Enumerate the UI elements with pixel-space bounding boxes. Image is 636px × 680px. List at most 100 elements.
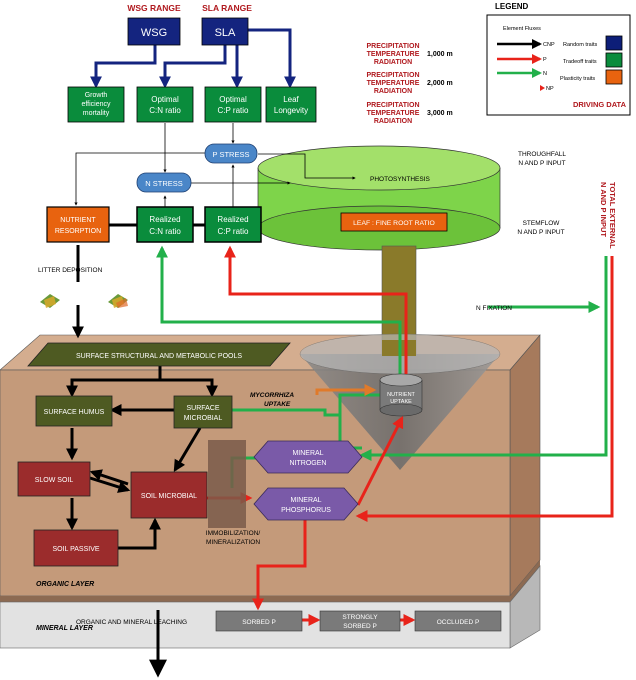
mineral-phosphorus-hex: MINERAL PHOSPHORUS: [253, 487, 359, 521]
sla-label: SLA: [215, 27, 236, 39]
scenario-1: PRECIPITATION TEMPERATURE RADIATION 1,00…: [366, 43, 452, 66]
legend-plasticity-swatch: [605, 69, 623, 85]
realized-cn-box: Realized C:N ratio: [136, 206, 194, 243]
n-fixation-label: N FIXATION: [476, 305, 512, 312]
leaf-fine-root-box: LEAF : FINE ROOT RATIO: [340, 212, 448, 232]
legend-title: LEGEND: [495, 2, 529, 11]
surface-pools-label: SURFACE STRUCTURAL AND METABOLIC POOLS: [76, 353, 242, 360]
legend-tradeoff-label: Tradeoff traits: [563, 59, 597, 65]
sorbed-p-label: SORBED P: [242, 619, 276, 626]
scenario-2-line-1: PRECIPITATION: [366, 72, 419, 79]
scenario-3-elevation: 3,000 m: [427, 110, 453, 117]
legend-box: Element Fluxes CNP P N NP Random traits …: [486, 14, 631, 116]
growth-label-2: efficiency: [81, 101, 111, 108]
scenario-1-line-1: PRECIPITATION: [366, 43, 419, 50]
growth-label-1: Growth: [85, 92, 108, 99]
wsg-box: WSG: [127, 17, 181, 46]
photosynthesis-label: PHOTOSYNTHESIS: [370, 176, 431, 183]
mycorrhiza-label-1: MYCORRHIZA: [250, 392, 294, 399]
surface-humus-label: SURFACE HUMUS: [44, 409, 105, 416]
surface-humus-box: SURFACE HUMUS: [35, 395, 113, 427]
legend-random-label: Random traits: [563, 42, 597, 48]
stemflow-label-1: STEMFLOW: [523, 220, 561, 227]
sorbed-p-box: SORBED P: [215, 610, 303, 632]
leaf-litter-icons: [40, 294, 128, 308]
realized-cn-label-1: Realized: [149, 215, 180, 224]
optimal-cn-label-2: C:N ratio: [149, 106, 181, 115]
occluded-p-label: OCCLUDED P: [437, 619, 480, 626]
organic-layer-label: ORGANIC LAYER: [36, 581, 94, 588]
scenario-3-line-2: TEMPERATURE: [367, 110, 420, 117]
optimal-cp-label-2: C:P ratio: [218, 106, 250, 115]
legend-random-swatch: [605, 35, 623, 51]
mineral-phosphorus-label-2: PHOSPHORUS: [281, 507, 331, 514]
scenario-2-elevation: 2,000 m: [427, 80, 453, 87]
wsg-range-label: WSG RANGE: [127, 3, 181, 13]
mineral-layer-label: MINERAL LAYER: [36, 625, 93, 632]
growth-efficiency-box: Growth efficiency mortality: [67, 86, 125, 123]
flux-arrows: [66, 28, 614, 678]
nutrient-uptake-cylinder: NUTRIENT UPTAKE: [379, 373, 423, 417]
litter-deposition-label: LITTER DEPOSITION: [38, 267, 103, 274]
optimal-cp-box: Optimal C:P ratio: [204, 86, 262, 123]
scenario-3-line-3: RADIATION: [374, 118, 412, 125]
throughfall-label-2: N AND P INPUT: [518, 160, 565, 167]
optimal-cn-box: Optimal C:N ratio: [136, 86, 194, 123]
surface-microbial-box: SURFACE MICROBIAL: [173, 395, 233, 429]
leaf-longevity-label-1: Leaf: [283, 95, 299, 104]
soil-microbial-box: SOIL MICROBIAL: [130, 471, 208, 519]
surface-pools-box: SURFACE STRUCTURAL AND METABOLIC POOLS: [27, 342, 291, 367]
legend-element-fluxes: Element Fluxes: [503, 26, 541, 32]
realized-cp-label-1: Realized: [217, 215, 248, 224]
mineral-nitrogen-label-2: NITROGEN: [290, 460, 327, 467]
soil-passive-box: SOIL PASSIVE: [33, 529, 119, 567]
nutrient-uptake-label-2: UPTAKE: [390, 399, 412, 405]
mycorrhiza-label-2: UPTAKE: [264, 401, 291, 408]
realized-cn-label-2: C:N ratio: [149, 227, 181, 236]
soil-microbial-label: SOIL MICROBIAL: [141, 493, 197, 500]
mineral-nitrogen-label-1: MINERAL: [292, 450, 323, 457]
resorption-label-1: NUTRIENT: [60, 217, 96, 224]
slow-soil-label: SLOW SOIL: [35, 477, 74, 484]
strongly-sorbed-p-label-1: STRONGLY: [342, 614, 378, 621]
scenario-2: PRECIPITATION TEMPERATURE RADIATION 2,00…: [366, 72, 452, 95]
sla-range-label: SLA RANGE: [202, 3, 252, 13]
occluded-p-box: OCCLUDED P: [414, 610, 502, 632]
optimal-cp-label-1: Optimal: [219, 95, 247, 104]
resorption-label-2: RESORPTION: [55, 228, 101, 235]
leaf-fine-root-label: LEAF : FINE ROOT RATIO: [353, 220, 435, 227]
n-stress-label: N STRESS: [145, 179, 183, 188]
scenario-3: PRECIPITATION TEMPERATURE RADIATION 3,00…: [366, 102, 452, 125]
scenario-1-line-3: RADIATION: [374, 59, 412, 66]
p-stress-pill: P STRESS: [204, 143, 258, 164]
legend-cnp-label: CNP: [543, 42, 555, 48]
tree-canopy: [257, 145, 501, 251]
surface-microbial-label-1: SURFACE: [186, 405, 219, 412]
stemflow-label-2: N AND P INPUT: [517, 229, 564, 236]
sla-box: SLA: [201, 17, 249, 46]
realized-cp-box: Realized C:P ratio: [204, 206, 262, 243]
mineral-phosphorus-label-1: MINERAL: [290, 497, 321, 504]
scenario-2-line-2: TEMPERATURE: [367, 80, 420, 87]
scenario-1-line-2: TEMPERATURE: [367, 51, 420, 58]
mineral-nitrogen-hex: MINERAL NITROGEN: [253, 440, 363, 474]
scenario-1-elevation: 1,000 m: [427, 51, 453, 58]
legend-n-label: N: [543, 71, 547, 77]
slow-soil-box: SLOW SOIL: [17, 461, 91, 497]
strongly-sorbed-p-label-2: SORBED P: [343, 623, 377, 630]
legend-p-label: P: [543, 57, 547, 63]
immobilization-column: [208, 440, 246, 528]
n-and-p-input-label: N AND P INPUT: [599, 182, 608, 237]
scenario-3-line-1: PRECIPITATION: [366, 102, 419, 109]
immobilization-label-2: MINERALIZATION: [206, 539, 260, 546]
surface-microbial-label-2: MICROBIAL: [184, 415, 223, 422]
legend-plasticity-label: Plasticity traits: [560, 76, 595, 82]
nutrient-resorption-box: NUTRIENT RESORPTION: [46, 206, 110, 243]
leaf-longevity-box: Leaf Longevity: [265, 86, 317, 123]
nutrient-uptake-label-1: NUTRIENT: [387, 392, 415, 398]
n-stress-pill: N STRESS: [136, 172, 192, 193]
wsg-label: WSG: [141, 27, 167, 39]
leaf-longevity-label-2: Longevity: [274, 106, 308, 115]
scenario-2-line-3: RADIATION: [374, 88, 412, 95]
